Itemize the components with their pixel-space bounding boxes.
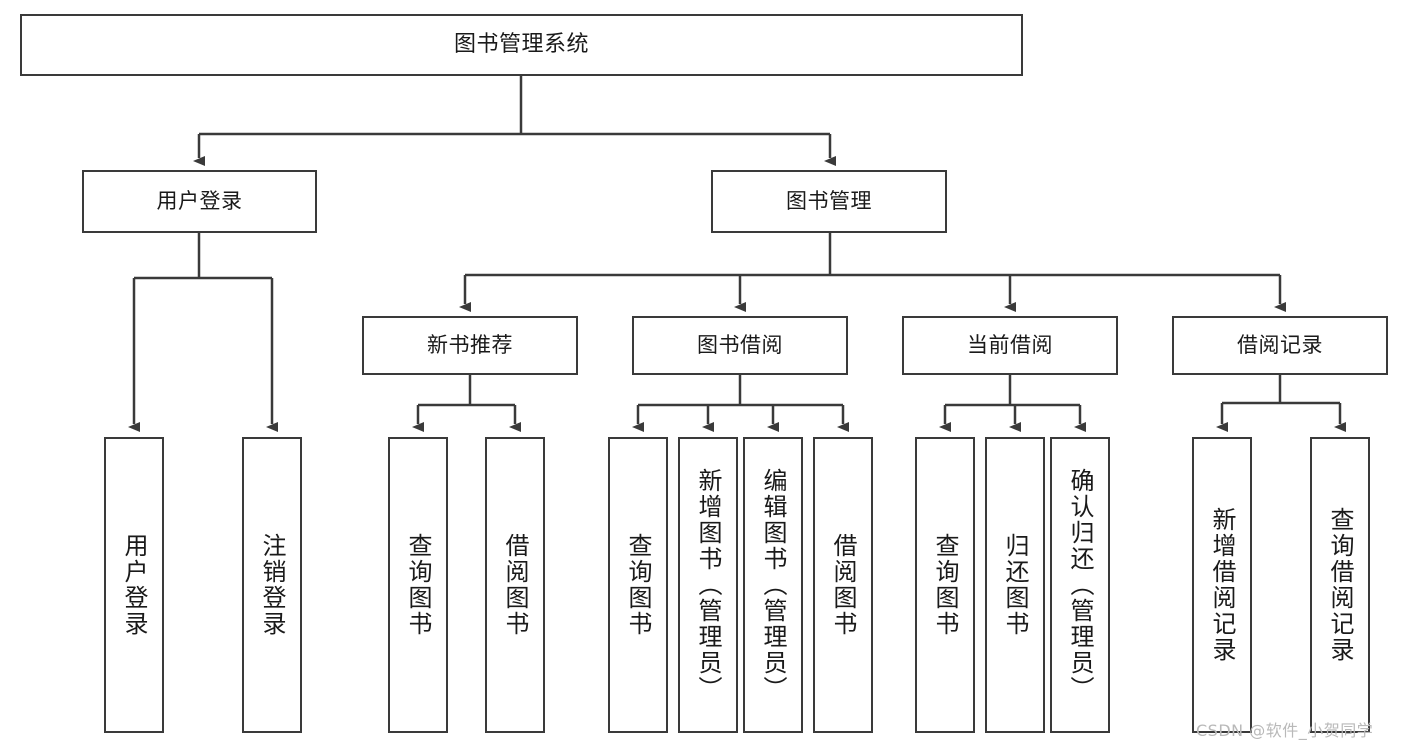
leaf-query-book-recommend[interactable]: 查询图书 — [388, 437, 448, 733]
node-label: 用户登录 — [120, 533, 148, 637]
leaf-query-book-current[interactable]: 查询图书 — [915, 437, 975, 733]
node-label: 确认归还（管理员） — [1066, 468, 1094, 702]
leaf-add-book-admin[interactable]: 新增图书（管理员） — [678, 437, 738, 733]
node-label: 查询图书 — [931, 533, 959, 637]
node-borrow-record[interactable]: 借阅记录 — [1172, 316, 1388, 375]
leaf-borrow-book-recommend[interactable]: 借阅图书 — [485, 437, 545, 733]
node-book-borrow[interactable]: 图书借阅 — [632, 316, 848, 375]
node-label: 图书借阅 — [697, 333, 783, 358]
node-label: 查询图书 — [624, 533, 652, 637]
leaf-add-borrow-record[interactable]: 新增借阅记录 — [1192, 437, 1252, 733]
node-label: 借阅图书 — [501, 533, 529, 637]
node-label: 归还图书 — [1001, 533, 1029, 637]
leaf-edit-book-admin[interactable]: 编辑图书（管理员） — [743, 437, 803, 733]
node-book-management[interactable]: 图书管理 — [711, 170, 947, 233]
node-label: 注销登录 — [258, 533, 286, 637]
leaf-user-login[interactable]: 用户登录 — [104, 437, 164, 733]
node-label: 用户登录 — [156, 189, 243, 214]
leaf-confirm-return-admin[interactable]: 确认归还（管理员） — [1050, 437, 1110, 733]
node-label: 当前借阅 — [967, 333, 1053, 358]
node-user-login[interactable]: 用户登录 — [82, 170, 317, 233]
leaf-query-borrow-record[interactable]: 查询借阅记录 — [1310, 437, 1370, 733]
node-label: 查询借阅记录 — [1326, 507, 1354, 663]
leaf-query-book-borrow[interactable]: 查询图书 — [608, 437, 668, 733]
node-label: 图书管理系统 — [453, 32, 589, 58]
node-label: 新书推荐 — [427, 333, 513, 358]
node-current-borrow[interactable]: 当前借阅 — [902, 316, 1118, 375]
csdn-watermark: CSDN @软件_小贺同学 — [1196, 721, 1374, 740]
leaf-return-book[interactable]: 归还图书 — [985, 437, 1045, 733]
leaf-logout[interactable]: 注销登录 — [242, 437, 302, 733]
node-label: 新增图书（管理员） — [694, 468, 722, 702]
node-root-system[interactable]: 图书管理系统 — [20, 14, 1023, 76]
node-label: 借阅图书 — [829, 533, 857, 637]
node-label: 查询图书 — [404, 533, 432, 637]
node-label: 借阅记录 — [1237, 333, 1323, 358]
node-label: 图书管理 — [786, 189, 872, 214]
node-label: 新增借阅记录 — [1208, 507, 1236, 663]
node-label: 编辑图书（管理员） — [759, 468, 787, 702]
leaf-borrow-book[interactable]: 借阅图书 — [813, 437, 873, 733]
node-new-book-recommend[interactable]: 新书推荐 — [362, 316, 578, 375]
